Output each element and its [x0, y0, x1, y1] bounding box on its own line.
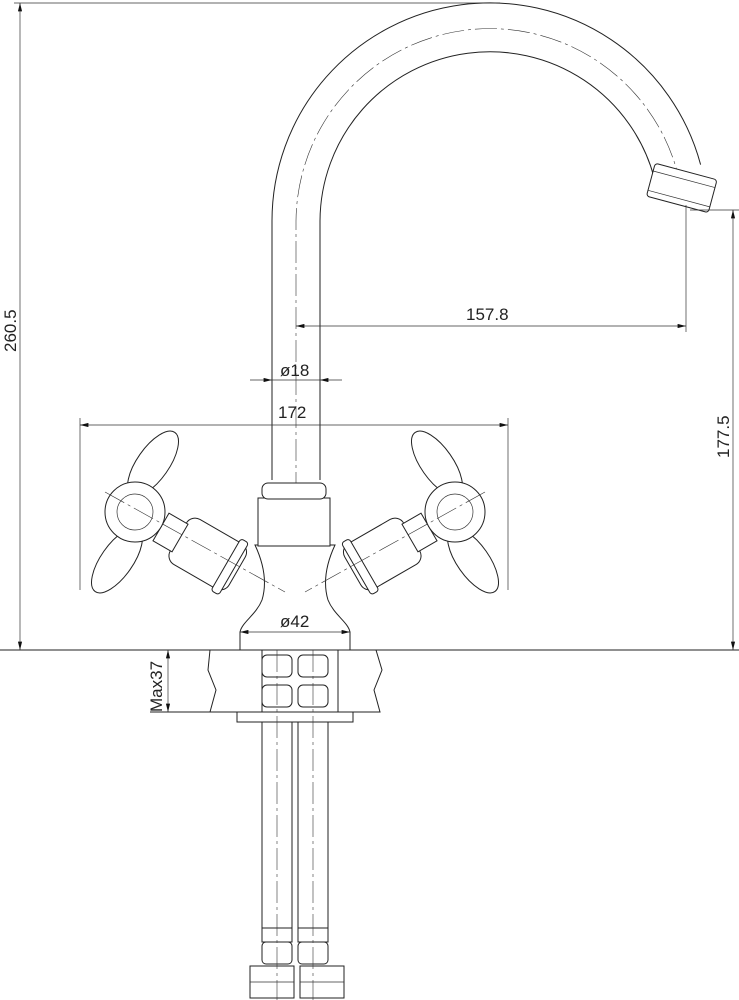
handle-span-label: 172 [278, 403, 306, 422]
dimension-base-diameter: ø42 [240, 612, 350, 635]
dimension-spout-reach: 157.8 [296, 205, 739, 332]
aerator-nozzle [646, 163, 717, 213]
dimension-handle-span: 172 [79, 403, 509, 590]
spout-diameter-label: ø18 [280, 361, 309, 380]
spout-reach-label: 157.8 [466, 305, 509, 324]
dimension-outlet-height: 177.5 [714, 210, 736, 650]
outlet-height-label: 177.5 [714, 415, 733, 458]
spout [271, 2, 717, 560]
dimension-total-height: 260.5 [1, 2, 500, 650]
left-handle [91, 430, 286, 595]
flex-hoses [249, 650, 345, 1000]
base-diameter-label: ø42 [280, 612, 309, 631]
right-handle [304, 430, 499, 595]
dimension-max-countertop: Max37 [147, 650, 171, 712]
faucet-body [239, 482, 351, 651]
dimension-spout-diameter: ø18 [250, 361, 342, 383]
total-height-label: 260.5 [1, 309, 20, 352]
max-countertop-label: Max37 [147, 661, 166, 712]
countertop-section [150, 649, 383, 723]
